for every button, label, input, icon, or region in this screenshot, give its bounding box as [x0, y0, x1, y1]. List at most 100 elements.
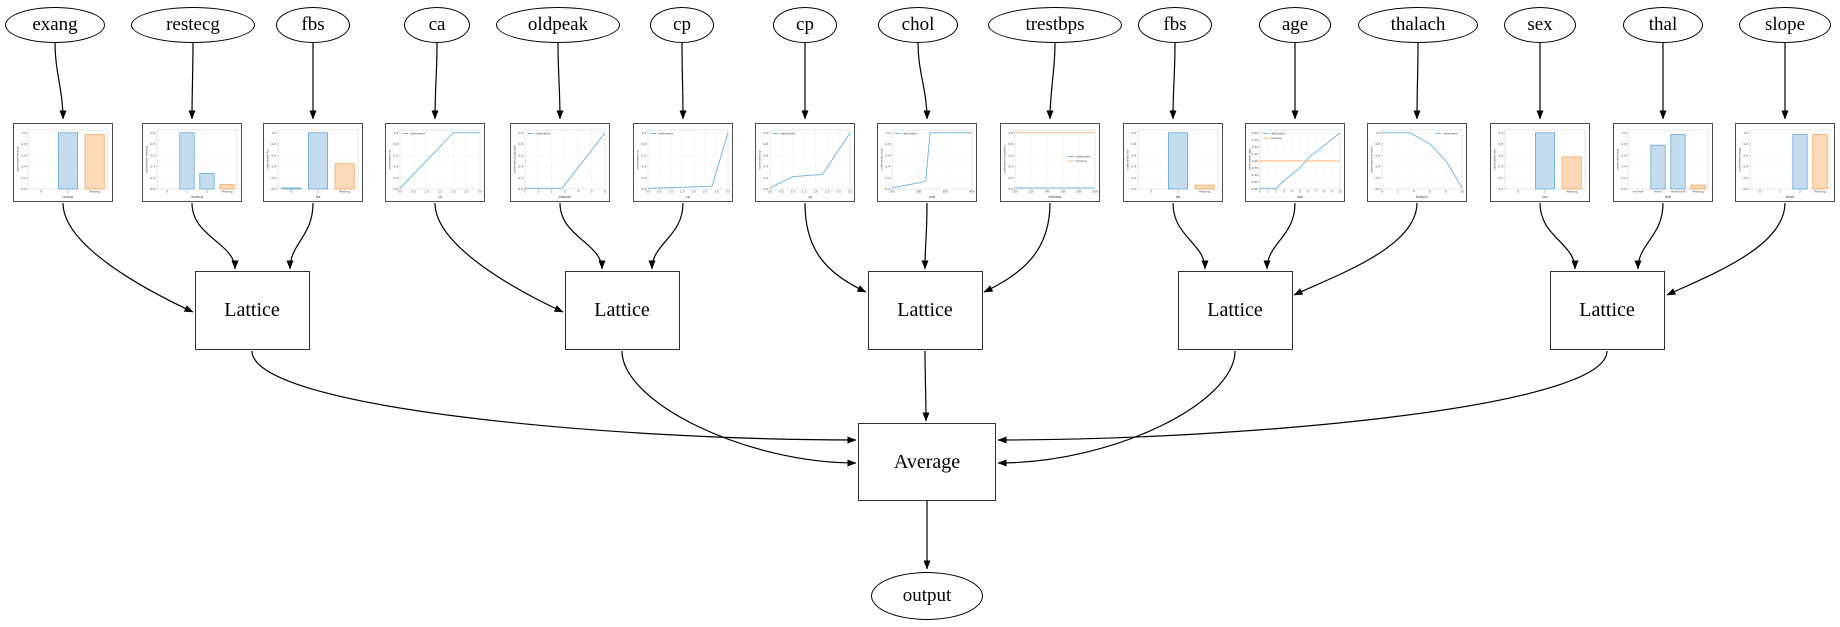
svg-text:1.25: 1.25: [1252, 152, 1259, 156]
svg-text:1.50: 1.50: [1252, 145, 1259, 149]
svg-text:100: 100: [1012, 190, 1018, 194]
svg-text:Missing: Missing: [89, 190, 100, 194]
svg-text:calibrated: calibrated: [1270, 132, 1285, 136]
svg-text:0: 0: [1381, 190, 1383, 194]
svg-text:0.4: 0.4: [1375, 165, 1380, 169]
svg-text:0: 0: [1259, 190, 1261, 194]
svg-text:2.0: 2.0: [691, 190, 696, 194]
svg-text:0.2: 0.2: [1008, 176, 1013, 180]
svg-text:0.0: 0.0: [271, 187, 276, 191]
svg-text:1.5: 1.5: [680, 190, 685, 194]
svg-text:0.6: 0.6: [1131, 153, 1136, 157]
svg-text:0.4: 0.4: [1131, 165, 1136, 169]
svg-text:0.50: 0.50: [1252, 173, 1259, 177]
svg-text:thalach: thalach: [1416, 195, 1428, 199]
svg-text:1.0: 1.0: [1743, 131, 1748, 135]
svg-text:oldpeak: oldpeak: [559, 195, 572, 199]
feature-node-restecg: restecg: [131, 7, 255, 43]
svg-text:0: 0: [40, 190, 42, 194]
svg-text:0.4: 0.4: [885, 165, 890, 169]
feature-node-cp: cp: [650, 7, 714, 43]
svg-text:2: 2: [1275, 190, 1277, 194]
svg-text:0.6: 0.6: [393, 153, 398, 157]
svg-text:0.6: 0.6: [271, 153, 276, 157]
svg-text:0.0: 0.0: [768, 190, 773, 194]
svg-text:2.5: 2.5: [703, 190, 708, 194]
svg-text:0.8: 0.8: [21, 142, 26, 146]
svg-text:0.4: 0.4: [763, 165, 768, 169]
svg-text:calibrated thal: calibrated thal: [1616, 148, 1620, 170]
edge: [556, 42, 564, 120]
svg-text:sex: sex: [1542, 195, 1548, 199]
svg-text:0.0: 0.0: [646, 190, 651, 194]
svg-text:0.8: 0.8: [641, 142, 646, 146]
svg-text:0.4: 0.4: [21, 165, 26, 169]
svg-text:0.8: 0.8: [271, 142, 276, 146]
feature-label: cp: [673, 14, 691, 35]
svg-text:fixed: fixed: [1654, 190, 1661, 194]
svg-text:0.2: 0.2: [1131, 176, 1136, 180]
svg-text:calibrated: calibrated: [902, 132, 917, 136]
svg-text:300: 300: [942, 190, 948, 194]
svg-text:1: 1: [186, 190, 188, 194]
svg-text:0.0: 0.0: [885, 187, 890, 191]
svg-text:chol: chol: [929, 195, 936, 199]
svg-text:1.5: 1.5: [438, 190, 443, 194]
svg-text:6: 6: [1429, 190, 1431, 194]
edge: [188, 42, 196, 120]
svg-text:0.8: 0.8: [1131, 142, 1136, 146]
svg-text:2: 2: [551, 190, 553, 194]
svg-text:calibrated: calibrated: [1076, 155, 1091, 159]
svg-text:1.5: 1.5: [802, 190, 807, 194]
svg-text:3.5: 3.5: [848, 190, 853, 194]
lattice-node-2: Lattice: [564, 271, 680, 350]
svg-text:calibrated thalach: calibrated thalach: [1370, 146, 1374, 173]
svg-text:4: 4: [1413, 190, 1415, 194]
lattice-node-3: Lattice: [867, 271, 983, 350]
edge: [1169, 42, 1177, 120]
svg-text:missing: missing: [1076, 159, 1088, 163]
svg-text:Missing: Missing: [1814, 190, 1825, 194]
svg-text:1.0: 1.0: [21, 131, 26, 135]
svg-text:4: 4: [577, 190, 579, 194]
svg-text:1: 1: [537, 190, 539, 194]
svg-text:6: 6: [1307, 190, 1309, 194]
edge: [921, 202, 929, 270]
svg-text:Missing: Missing: [1692, 190, 1703, 194]
svg-text:calibrated exang: calibrated exang: [16, 147, 20, 172]
svg-text:0.0: 0.0: [150, 187, 155, 191]
svg-text:0.2: 0.2: [271, 176, 276, 180]
edge: [434, 202, 564, 313]
feature-label: exang: [32, 14, 78, 35]
edge: [621, 350, 857, 467]
svg-text:1.0: 1.0: [518, 131, 523, 135]
svg-text:0.6: 0.6: [1498, 153, 1503, 157]
feature-node-thal: thal: [1623, 7, 1703, 43]
svg-text:5: 5: [1299, 190, 1301, 194]
svg-text:0.2: 0.2: [150, 176, 155, 180]
svg-text:8: 8: [1445, 190, 1447, 194]
svg-text:calibrated fbs: calibrated fbs: [266, 149, 270, 170]
svg-text:0.0: 0.0: [1375, 187, 1380, 191]
svg-text:missing: missing: [1270, 136, 1282, 140]
feature-label: fbs: [301, 14, 325, 35]
svg-text:3: 3: [1283, 190, 1285, 194]
svg-text:Missing: Missing: [221, 190, 232, 194]
feature-label: ca: [428, 14, 446, 35]
svg-text:Missing: Missing: [1199, 190, 1210, 194]
edge: [559, 202, 606, 270]
svg-text:calibrated sex: calibrated sex: [1493, 149, 1497, 170]
svg-text:2.5: 2.5: [464, 190, 469, 194]
svg-text:0.5: 0.5: [779, 190, 784, 194]
edge: [1666, 202, 1786, 296]
